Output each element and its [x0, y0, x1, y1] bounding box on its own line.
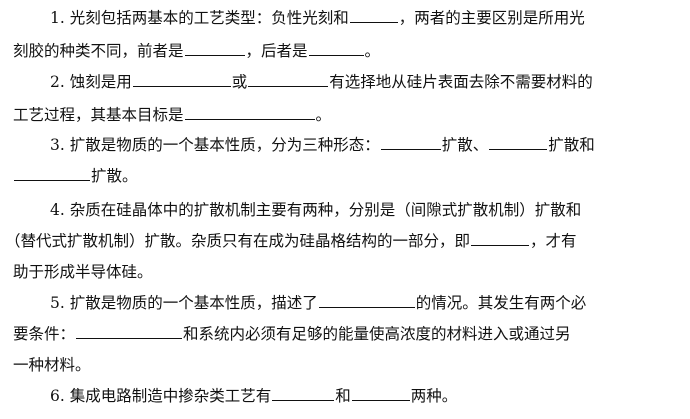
q1-blank-2[interactable] — [184, 35, 245, 56]
q2-blank-2[interactable] — [248, 66, 329, 87]
q3-text-2a: 扩散。 — [91, 167, 138, 185]
q5-text-2a: 要条件： — [13, 325, 76, 343]
q5-text-3: 一种材料。 — [13, 356, 91, 374]
q2-blank-3[interactable] — [184, 99, 315, 120]
q4-text-2a: （替代式扩散机制）扩散。杂质只有在成为硅晶格结构的一部分，即 — [5, 232, 471, 250]
q5-text-1a: 5. 扩散是物质的一个基本性质，描述了 — [50, 294, 318, 312]
q5-line-3: 一种材料。 — [13, 349, 91, 382]
q3-line-2: 扩散。 — [13, 160, 138, 193]
q5-line-1: 5. 扩散是物质的一个基本性质，描述了 的情况。其发生有两个必 — [50, 287, 586, 320]
q6-text-1b: 和 — [335, 387, 351, 405]
q1-blank-1[interactable] — [349, 2, 398, 23]
q3-text-1c: 扩散和 — [548, 136, 595, 154]
q2-line-2: 工艺过程，其基本目标是 。 — [13, 99, 331, 132]
q1-blank-3[interactable] — [308, 35, 364, 56]
q4-blank-1[interactable] — [471, 225, 530, 246]
q4-text-1: 4. 杂质在硅晶体中的扩散机制主要有两种，分别是（间隙式扩散机制）扩散和 — [50, 201, 582, 219]
q4-text-2b: ，才有 — [530, 232, 577, 250]
q2-text-2b: 。 — [315, 106, 332, 124]
q2-text-1b: 或 — [231, 73, 248, 91]
q6-blank-1[interactable] — [272, 380, 335, 401]
q3-blank-3[interactable] — [14, 160, 90, 181]
q6-line-1: 6. 集成电路制造中掺杂类工艺有 和 两种。 — [50, 380, 457, 413]
q1-text-2c: 。 — [364, 42, 381, 60]
q6-text-1c: 两种。 — [410, 387, 458, 405]
q2-text-1c: 有选择地从硅片表面去除不需要材料的 — [329, 73, 593, 91]
q1-text-1a: 1. 光刻包括两基本的工艺类型：负性光刻和 — [50, 9, 349, 27]
q3-blank-1[interactable] — [380, 129, 441, 150]
q6-text-1a: 6. 集成电路制造中掺杂类工艺有 — [50, 387, 272, 405]
q5-blank-2[interactable] — [76, 318, 183, 339]
q2-blank-1[interactable] — [132, 66, 231, 87]
q5-blank-1[interactable] — [318, 287, 415, 308]
q5-line-2: 要条件： 和系统内必须有足够的能量使高浓度的材料进入或通过另 — [13, 318, 571, 351]
q2-text-1a: 2. 蚀刻是用 — [50, 73, 132, 91]
q6-blank-2[interactable] — [351, 380, 410, 401]
q3-text-1b: 扩散、 — [441, 136, 489, 154]
q1-text-1b: ，两者的主要区别是所用光 — [398, 9, 585, 27]
q3-text-1a: 3. 扩散是物质的一个基本性质，分为三种形态： — [50, 136, 380, 154]
q1-line-2: 刻胶的种类不同，前者是 ，后者是 。 — [13, 35, 380, 68]
q3-line-1: 3. 扩散是物质的一个基本性质，分为三种形态： 扩散、 扩散和 — [50, 129, 595, 162]
q1-text-2b: ，后者是 — [245, 42, 308, 60]
q1-text-2a: 刻胶的种类不同，前者是 — [13, 42, 184, 60]
q5-text-2b: 和系统内必须有足够的能量使高浓度的材料进入或通过另 — [183, 325, 571, 343]
q1-line-1: 1. 光刻包括两基本的工艺类型：负性光刻和 ，两者的主要区别是所用光 — [50, 2, 585, 35]
q2-line-1: 2. 蚀刻是用 或 有选择地从硅片表面去除不需要材料的 — [50, 66, 593, 99]
q3-blank-2[interactable] — [489, 129, 548, 150]
q4-text-3: 助于形成半导体硅。 — [13, 263, 153, 281]
q2-text-2a: 工艺过程，其基本目标是 — [13, 106, 184, 124]
q5-text-1b: 的情况。其发生有两个必 — [415, 294, 587, 312]
q4-line-1: 4. 杂质在硅晶体中的扩散机制主要有两种，分别是（间隙式扩散机制）扩散和 — [50, 194, 581, 227]
q4-line-3: 助于形成半导体硅。 — [13, 256, 153, 289]
q4-line-2: （替代式扩散机制）扩散。杂质只有在成为硅晶格结构的一部分，即 ，才有 — [5, 225, 577, 258]
